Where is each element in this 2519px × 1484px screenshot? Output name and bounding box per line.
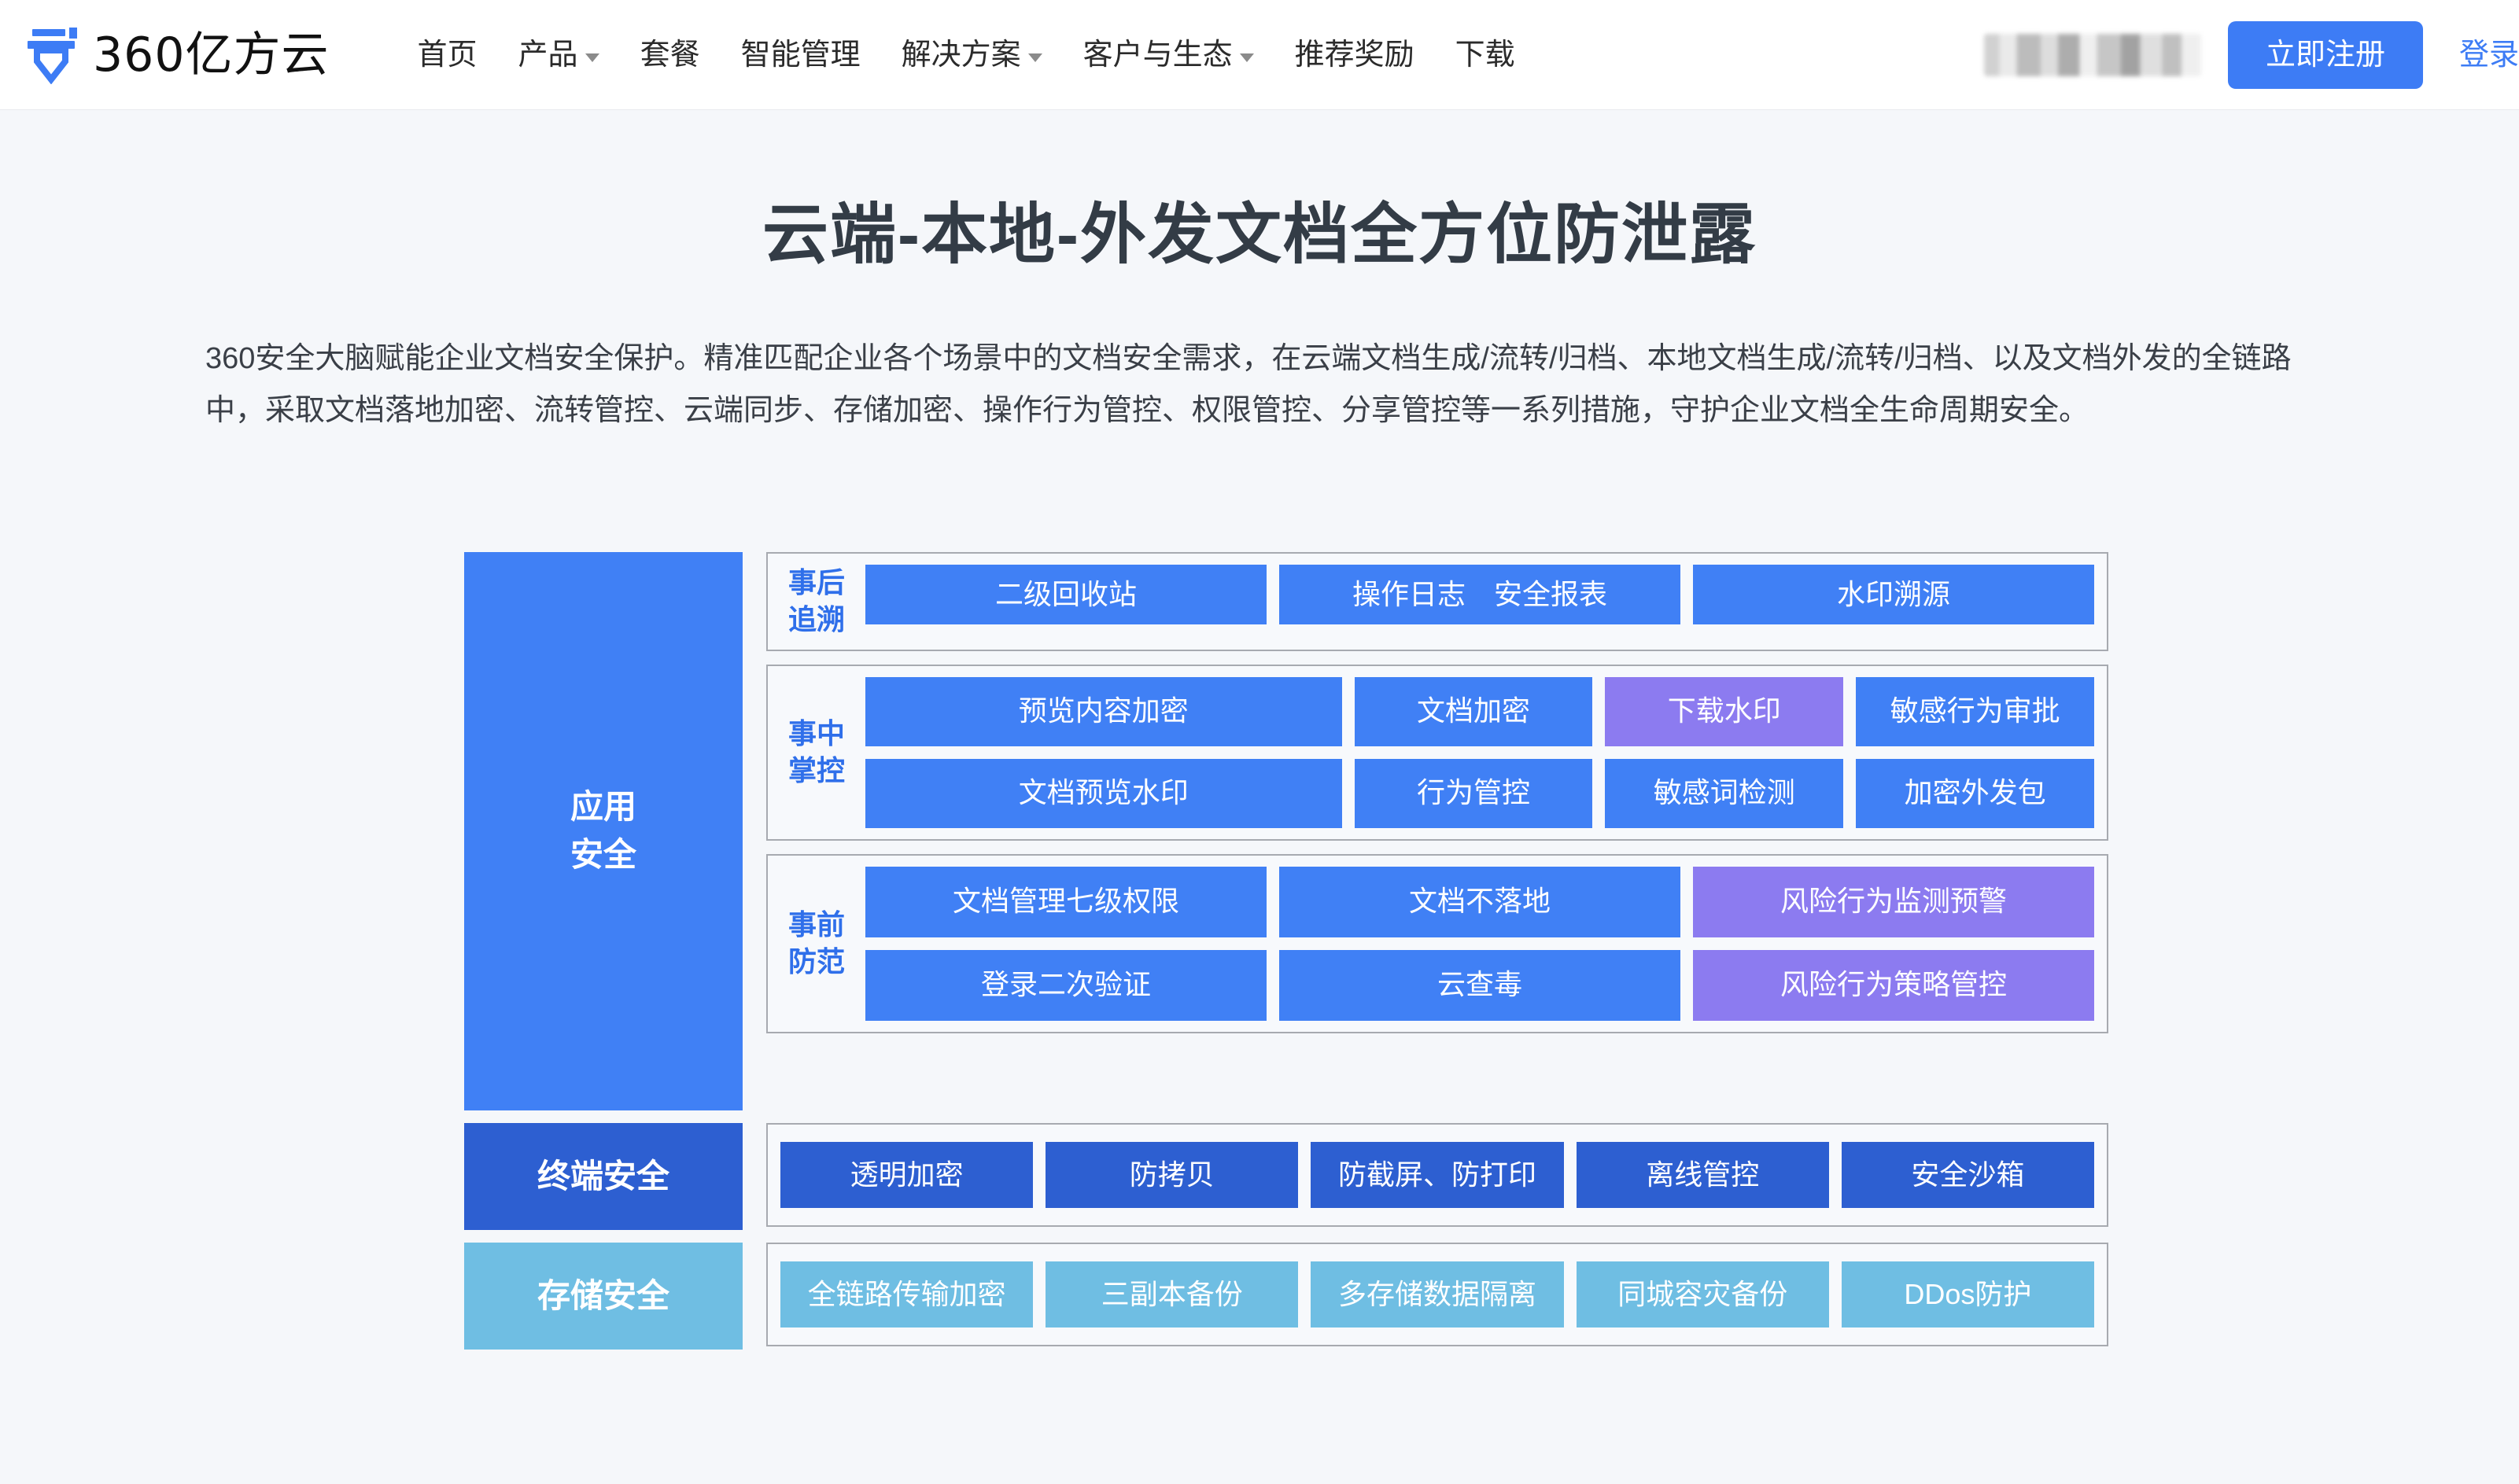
cell-row: 登录二次验证 云查毒 风险行为策略管控 <box>865 949 2094 1021</box>
feature-cell-risk-behavior-monitoring-alert[interactable]: 风险行为监测预警 <box>1693 866 2094 937</box>
cloud-pen-logo-icon <box>28 27 77 84</box>
panel-cells: 文档管理七级权限 文档不落地 风险行为监测预警 登录二次验证 云查毒 风险行为策… <box>865 866 2094 1021</box>
nav-item-label: 推荐奖励 <box>1294 38 1414 72</box>
panel-cells: 全链路传输加密 三副本备份 多存储数据隔离 同城容灾备份 DDos防护 <box>780 1261 2095 1327</box>
feature-cell-secondary-recycle-bin[interactable]: 二级回收站 <box>865 565 1267 624</box>
brand-logo[interactable]: 360亿方云 <box>27 26 330 84</box>
feature-cell-login-two-factor-verification[interactable]: 登录二次验证 <box>865 949 1267 1021</box>
nav-item-label: 首页 <box>417 38 478 72</box>
chevron-down-icon <box>585 53 599 62</box>
page-title: 云端-本地-外发文档全方位防泄露 <box>762 197 1757 271</box>
application-security-groups: 事后追溯 二级回收站 操作日志 安全报表 水印溯源 事中掌控 预览 <box>766 552 2108 1110</box>
chevron-down-icon <box>1239 53 1254 62</box>
category-label-endpoint-security: 终端安全 <box>464 1123 743 1230</box>
feature-cell-anti-copy[interactable]: 防拷贝 <box>1046 1142 1299 1208</box>
cell-row: 预览内容加密 文档加密 下载水印 敏感行为审批 <box>865 676 2094 746</box>
feature-cell-document-encryption[interactable]: 文档加密 <box>1354 676 1593 746</box>
nav-item-home[interactable]: 首页 <box>397 40 498 70</box>
diagram-row-storage-security: 存储安全 全链路传输加密 三副本备份 多存储数据隔离 同城容灾备份 DDos防护 <box>464 1243 2108 1350</box>
feature-cell-anti-screenshot-anti-print[interactable]: 防截屏、防打印 <box>1311 1142 1564 1208</box>
cell-row: 文档管理七级权限 文档不落地 风险行为监测预警 <box>865 866 2094 937</box>
login-link[interactable]: 登录 <box>2458 38 2519 72</box>
cell-row: 二级回收站 操作日志 安全报表 水印溯源 <box>865 565 2094 624</box>
feature-cell-multi-storage-data-isolation[interactable]: 多存储数据隔离 <box>1311 1261 1564 1327</box>
redacted-account-area <box>1983 33 2201 76</box>
feature-cell-same-city-disaster-backup[interactable]: 同城容灾备份 <box>1576 1261 1829 1327</box>
nav-item-smart-management[interactable]: 智能管理 <box>721 40 881 70</box>
feature-cell-sensitive-behavior-approval[interactable]: 敏感行为审批 <box>1856 676 2094 746</box>
feature-cell-ddos-protection[interactable]: DDos防护 <box>1841 1261 2095 1327</box>
category-label-text: 应用安全 <box>570 788 636 873</box>
feature-cell-sensitive-word-detection[interactable]: 敏感词检测 <box>1605 758 1844 828</box>
nav-item-label: 解决方案 <box>901 38 1021 72</box>
category-label-storage-security: 存储安全 <box>464 1243 743 1350</box>
panel-cells: 预览内容加密 文档加密 下载水印 敏感行为审批 文档预览水印 行为管控 敏感词检… <box>865 676 2094 828</box>
panel-cells: 二级回收站 操作日志 安全报表 水印溯源 <box>865 565 2094 639</box>
nav-item-customers-ecosystem[interactable]: 客户与生态 <box>1063 40 1274 70</box>
cell-row: 全链路传输加密 三副本备份 多存储数据隔离 同城容灾备份 DDos防护 <box>780 1261 2095 1327</box>
main-menu: 首页 产品 套餐 智能管理 解决方案 客户与生态 推荐奖励 下载 <box>397 40 1536 70</box>
feature-cell-seven-level-permissions[interactable]: 文档管理七级权限 <box>865 866 1267 937</box>
storage-security-groups: 全链路传输加密 三副本备份 多存储数据隔离 同城容灾备份 DDos防护 <box>766 1243 2108 1350</box>
panel-storage-features: 全链路传输加密 三副本备份 多存储数据隔离 同城容灾备份 DDos防护 <box>766 1243 2108 1346</box>
security-architecture-diagram: 应用安全 事后追溯 二级回收站 操作日志 安全报表 水印溯源 <box>464 552 2108 1350</box>
endpoint-security-groups: 透明加密 防拷贝 防截屏、防打印 离线管控 安全沙箱 <box>766 1123 2108 1230</box>
panel-endpoint-features: 透明加密 防拷贝 防截屏、防打印 离线管控 安全沙箱 <box>766 1123 2108 1227</box>
feature-cell-cloud-antivirus[interactable]: 云查毒 <box>1279 949 1680 1021</box>
cell-row: 文档预览水印 行为管控 敏感词检测 加密外发包 <box>865 758 2094 828</box>
feature-cell-triple-replica-backup[interactable]: 三副本备份 <box>1046 1261 1299 1327</box>
page-description: 360安全大脑赋能企业文档安全保护。精准匹配企业各个场景中的文档安全需求，在云端… <box>205 341 2292 428</box>
feature-cell-encrypted-outgoing-package[interactable]: 加密外发包 <box>1856 758 2094 828</box>
feature-cell-transparent-encryption[interactable]: 透明加密 <box>780 1142 1034 1208</box>
nav-item-label: 智能管理 <box>740 38 861 72</box>
brand-name: 360亿方云 <box>93 27 330 83</box>
category-column-storage: 存储安全 <box>464 1243 743 1350</box>
diagram-row-application-security: 应用安全 事后追溯 二级回收站 操作日志 安全报表 水印溯源 <box>464 552 2108 1110</box>
phase-label-pre-incident: 事前防范 <box>787 908 845 978</box>
nav-item-packages[interactable]: 套餐 <box>620 40 721 70</box>
nav-item-download[interactable]: 下载 <box>1435 40 1536 70</box>
feature-cell-document-preview-watermark[interactable]: 文档预览水印 <box>865 758 1342 828</box>
nav-item-label: 套餐 <box>640 38 700 72</box>
cell-row: 透明加密 防拷贝 防截屏、防打印 离线管控 安全沙箱 <box>780 1142 2095 1208</box>
phase-label-in-process: 事中掌控 <box>787 716 845 786</box>
feature-cell-risk-behavior-policy-control[interactable]: 风险行为策略管控 <box>1693 949 2094 1021</box>
feature-cell-watermark-traceability[interactable]: 水印溯源 <box>1693 565 2094 624</box>
navbar-left: 360亿方云 <box>0 26 330 84</box>
feature-cell-preview-content-encryption[interactable]: 预览内容加密 <box>865 676 1342 746</box>
feature-cell-operation-log-security-report[interactable]: 操作日志 安全报表 <box>1279 565 1680 624</box>
feature-cell-download-watermark[interactable]: 下载水印 <box>1605 676 1844 746</box>
feature-cell-full-link-transmission-encryption[interactable]: 全链路传输加密 <box>780 1261 1034 1327</box>
diagram-row-endpoint-security: 终端安全 透明加密 防拷贝 防截屏、防打印 离线管控 安全沙箱 <box>464 1123 2108 1230</box>
navbar-right: 立即注册 登录 <box>1983 20 2519 89</box>
hero-section: 云端-本地-外发文档全方位防泄露 360安全大脑赋能企业文档安全保护。精准匹配企… <box>0 110 2519 437</box>
nav-item-label: 客户与生态 <box>1082 38 1233 72</box>
chevron-down-icon <box>1027 53 1042 62</box>
category-label-application-security: 应用安全 <box>464 552 743 1110</box>
nav-item-label: 产品 <box>518 38 578 72</box>
category-column-endpoint: 终端安全 <box>464 1123 743 1230</box>
top-navbar: 360亿方云 首页 产品 套餐 智能管理 解决方案 客户与生态 推荐奖励 下载 <box>0 0 2519 110</box>
panel-cells: 透明加密 防拷贝 防截屏、防打印 离线管控 安全沙箱 <box>780 1142 2095 1208</box>
register-button[interactable]: 立即注册 <box>2227 20 2423 89</box>
nav-item-label: 下载 <box>1455 38 1515 72</box>
panel-pre-incident-prevention: 事前防范 文档管理七级权限 文档不落地 风险行为监测预警 登录二次验证 云查毒 … <box>766 853 2108 1033</box>
feature-cell-no-local-document-landing[interactable]: 文档不落地 <box>1279 866 1680 937</box>
feature-cell-behavior-control[interactable]: 行为管控 <box>1354 758 1593 828</box>
nav-item-referral-rewards[interactable]: 推荐奖励 <box>1274 40 1435 70</box>
feature-cell-offline-control[interactable]: 离线管控 <box>1576 1142 1829 1208</box>
nav-item-products[interactable]: 产品 <box>498 40 620 70</box>
panel-post-incident-traceability: 事后追溯 二级回收站 操作日志 安全报表 水印溯源 <box>766 552 2108 651</box>
panel-in-process-control: 事中掌控 预览内容加密 文档加密 下载水印 敏感行为审批 文档预览水印 行为管控… <box>766 664 2108 841</box>
feature-cell-security-sandbox[interactable]: 安全沙箱 <box>1841 1142 2095 1208</box>
phase-label-post-incident: 事后追溯 <box>787 566 845 635</box>
nav-item-solutions[interactable]: 解决方案 <box>881 40 1063 70</box>
